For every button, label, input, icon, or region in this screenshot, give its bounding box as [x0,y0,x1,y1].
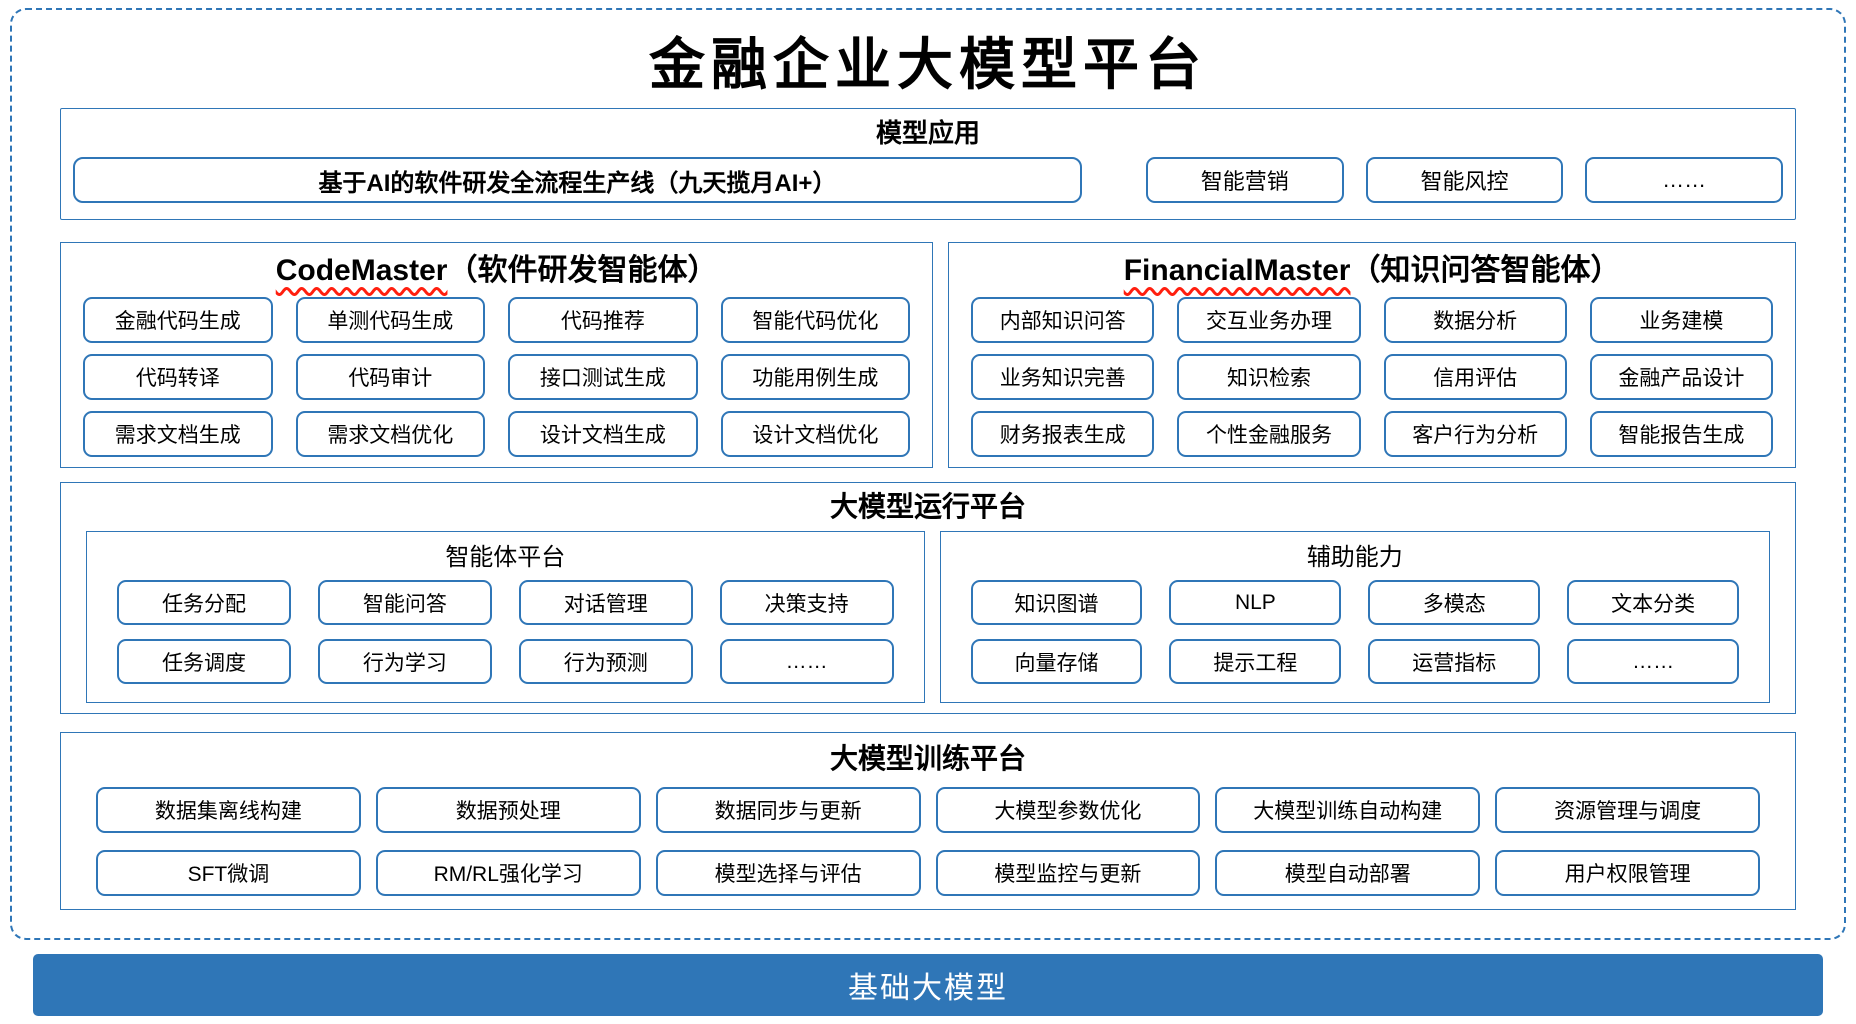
application-button: 智能营销 [1145,157,1344,203]
training-capability: 数据同步与更新 [655,787,921,833]
codemaster-title-zh: （软件研发智能体） [447,254,718,287]
financialmaster-capability: 交互业务办理 [1177,297,1361,343]
codemaster-capability: 接口测试生成 [508,354,698,400]
auxiliary-capability: 运营指标 [1368,639,1541,684]
financialmaster-capability: 个性金融服务 [1177,411,1361,457]
training-capability: 大模型训练自动构建 [1215,787,1481,833]
codemaster-capability: 设计文档优化 [720,411,911,457]
auxiliary-capability: NLP [1169,580,1342,625]
auxiliary-capability: 多模态 [1368,580,1541,625]
agents-row: CodeMaster（软件研发智能体） 金融代码生成单测代码生成代码推荐智能代码… [60,242,1796,468]
financialmaster-capability: 知识检索 [1177,354,1361,400]
financialmaster-header: FinancialMaster（知识问答智能体） [971,251,1773,297]
model-application-section: 模型应用 基于AI的软件研发全流程生产线（九天揽月AI+） 智能营销智能风控 …… [60,108,1796,220]
training-platform-section: 大模型训练平台 数据集离线构建数据预处理数据同步与更新大模型参数优化大模型训练自… [60,732,1796,910]
page-title: 金融企业大模型平台 [649,32,1207,98]
training-capability: 模型监控与更新 [935,850,1201,896]
training-capability: RM/RL强化学习 [375,850,641,896]
codemaster-capability: 单测代码生成 [295,297,486,343]
auxiliary-capability: …… [1567,639,1739,684]
codemaster-capability: 金融代码生成 [83,297,273,343]
auxiliary-capability-box: 辅助能力 知识图谱 NLP 多模态文本分类向量存储提示工程运营指标 …… [939,531,1770,703]
agent-platform-capability: …… [719,639,894,684]
codemaster-capability: 功能用例生成 [720,354,911,400]
financialmaster-capability: 业务知识完善 [971,354,1155,400]
training-capability: 数据集离线构建 [96,787,361,833]
training-capability: 模型自动部署 [1215,850,1481,896]
financialmaster-capability: 信用评估 [1383,354,1567,400]
codemaster-header: CodeMaster（软件研发智能体） [83,251,910,297]
codemaster-capability: 代码推荐 [508,297,698,343]
agent-platform-capability: 决策支持 [719,580,894,625]
codemaster-capability: 智能代码优化 [720,297,911,343]
financialmaster-capability: 金融产品设计 [1589,354,1773,400]
auxiliary-capability: 文本分类 [1567,580,1739,625]
training-capability: 数据预处理 [375,787,641,833]
platform-diagram-frame: 金融企业大模型平台 模型应用 基于AI的软件研发全流程生产线（九天揽月AI+） … [10,8,1846,940]
training-platform-header: 大模型训练平台 [829,743,1026,774]
codemaster-capability-grid: 金融代码生成单测代码生成代码推荐智能代码优化代码转译代码审计接口测试生成功能用例… [83,297,911,457]
agent-platform-capability: 行为学习 [317,639,492,684]
financialmaster-title-en: FinancialMaster [1123,254,1351,287]
agent-platform-header: 智能体平台 [445,544,566,571]
model-application-row: 基于AI的软件研发全流程生产线（九天揽月AI+） 智能营销智能风控 …… [73,157,1783,203]
auxiliary-capability: 向量存储 [970,639,1143,684]
training-capability: 模型选择与评估 [655,850,921,896]
financialmaster-capability: 业务建模 [1589,297,1773,343]
auxiliary-capability-header: 辅助能力 [1306,544,1403,571]
codemaster-capability: 设计文档生成 [508,411,698,457]
financialmaster-panel: FinancialMaster（知识问答智能体） 内部知识问答交互业务办理数据分… [948,242,1796,468]
agent-platform-capability: 智能问答 [317,580,492,625]
financialmaster-capability: 财务报表生成 [971,411,1155,457]
foundation-model-label: 基础大模型 [848,972,1008,1005]
codemaster-capability: 需求文档优化 [295,411,486,457]
agent-platform-capability: 对话管理 [518,580,693,625]
agent-platform-capability: 任务调度 [117,639,291,684]
agent-platform-capability: 行为预测 [518,639,693,684]
agent-platform-box: 智能体平台 任务分配智能问答对话管理决策支持任务调度行为学习行为预测 …… [86,531,925,703]
training-capability: 用户权限管理 [1495,850,1760,896]
codemaster-capability: 需求文档生成 [83,411,273,457]
ai-software-pipeline-button: 基于AI的软件研发全流程生产线（九天揽月AI+） [73,157,1082,203]
application-button: …… [1585,157,1783,203]
training-capability: SFT微调 [96,850,361,896]
agent-platform-grid: 任务分配智能问答对话管理决策支持任务调度行为学习行为预测 …… [117,580,894,684]
auxiliary-capability-grid: 知识图谱 NLP 多模态文本分类向量存储提示工程运营指标 …… [970,580,1739,684]
codemaster-capability: 代码转译 [83,354,273,400]
training-capability-grid: 数据集离线构建数据预处理数据同步与更新大模型参数优化大模型训练自动构建资源管理与… [96,787,1760,896]
foundation-model-bar: 基础大模型 [33,954,1823,1016]
training-capability: 资源管理与调度 [1495,787,1760,833]
financialmaster-capability: 内部知识问答 [971,297,1155,343]
financialmaster-capability: 智能报告生成 [1589,411,1773,457]
auxiliary-capability: 知识图谱 [970,580,1143,625]
application-button: 智能风控 [1365,157,1564,203]
runtime-platform-section: 大模型运行平台 智能体平台 任务分配智能问答对话管理决策支持任务调度行为学习行为… [60,482,1796,714]
financialmaster-capability-grid: 内部知识问答交互业务办理数据分析业务建模业务知识完善知识检索信用评估金融产品设计… [971,297,1773,457]
codemaster-title-en: CodeMaster [275,254,448,287]
model-application-header: 模型应用 [875,118,980,148]
runtime-platform-row: 智能体平台 任务分配智能问答对话管理决策支持任务调度行为学习行为预测 …… 辅助能… [86,531,1770,703]
auxiliary-capability: 提示工程 [1169,639,1342,684]
codemaster-panel: CodeMaster（软件研发智能体） 金融代码生成单测代码生成代码推荐智能代码… [60,242,934,468]
financialmaster-title-zh: （知识问答智能体） [1350,254,1621,287]
financialmaster-capability: 数据分析 [1383,297,1567,343]
financialmaster-capability: 客户行为分析 [1383,411,1567,457]
runtime-platform-header: 大模型运行平台 [829,491,1026,522]
training-capability: 大模型参数优化 [935,787,1201,833]
codemaster-capability: 代码审计 [295,354,486,400]
agent-platform-capability: 任务分配 [117,580,291,625]
